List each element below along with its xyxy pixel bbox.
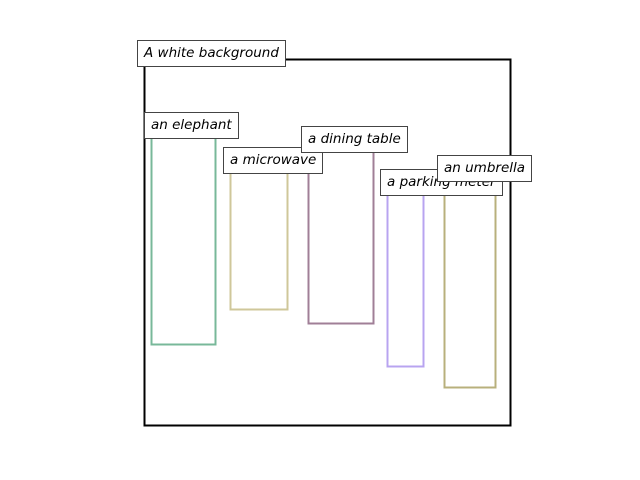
- object-label-elephant: an elephant: [144, 112, 239, 139]
- object-box-elephant: [150, 128, 217, 346]
- object-box-parking-meter: [386, 183, 425, 368]
- object-box-umbrella: [443, 172, 497, 389]
- object-box-microwave: [229, 162, 289, 311]
- object-label-umbrella: an umbrella: [437, 155, 533, 182]
- background-frame: [143, 58, 512, 427]
- background-label: A white background: [137, 40, 286, 67]
- object-label-dining-table: a dining table: [301, 126, 408, 153]
- object-label-microwave: a microwave: [223, 147, 324, 174]
